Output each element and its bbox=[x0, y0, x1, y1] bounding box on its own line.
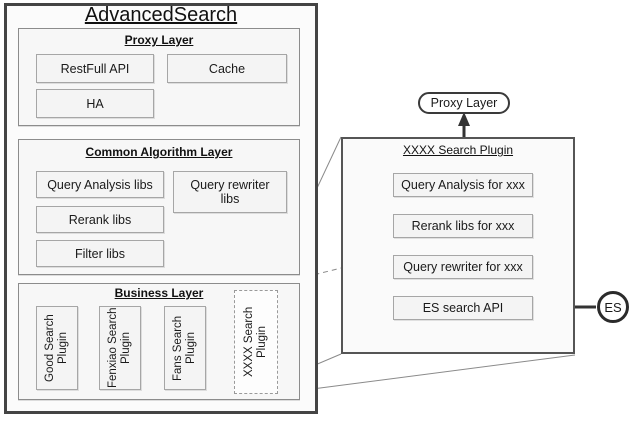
item-xxxx-search-plugin-label: XXXX Search Plugin bbox=[242, 306, 268, 378]
item-cache[interactable]: Cache bbox=[167, 54, 287, 83]
item-cache-label: Cache bbox=[208, 61, 246, 76]
layer-business-title: Business Layer bbox=[114, 286, 204, 300]
item-query-rewriter-libs[interactable]: Query rewriter libs bbox=[173, 171, 287, 213]
item-fenxiao-search-plugin[interactable]: Fenxiao Search Plugin bbox=[99, 306, 141, 390]
pipeline-es-search-api[interactable]: ES search API bbox=[393, 296, 533, 320]
pipeline-query-analysis-for-xxx[interactable]: Query Analysis for xxx bbox=[393, 173, 533, 197]
item-rerank-libs[interactable]: Rerank libs bbox=[36, 206, 164, 233]
item-good-search-plugin-label: Good Search Plugin bbox=[43, 314, 69, 382]
layer-proxy-title: Proxy Layer bbox=[124, 33, 194, 47]
item-query-analysis-libs-label: Query Analysis libs bbox=[47, 177, 153, 192]
item-restfull-api[interactable]: RestFull API bbox=[36, 54, 154, 83]
item-restfull-api-label: RestFull API bbox=[60, 61, 130, 76]
item-fans-search-plugin-label: Fans Search Plugin bbox=[171, 315, 197, 381]
pipeline-rerank-libs-for-xxx-label: Rerank libs for xxx bbox=[411, 219, 515, 233]
node-es-label: ES bbox=[604, 299, 622, 315]
node-proxy-layer-label: Proxy Layer bbox=[430, 96, 498, 110]
item-xxxx-search-plugin[interactable]: XXXX Search Plugin bbox=[234, 290, 278, 394]
item-fans-search-plugin[interactable]: Fans Search Plugin bbox=[164, 306, 206, 390]
node-es[interactable]: ES bbox=[597, 291, 629, 323]
pipeline-query-rewriter-for-xxx[interactable]: Query rewriter for xxx bbox=[393, 255, 533, 279]
item-filter-libs-label: Filter libs bbox=[74, 246, 125, 261]
layer-common-algorithm-title: Common Algorithm Layer bbox=[85, 145, 233, 159]
pipeline-es-search-api-label: ES search API bbox=[422, 301, 504, 315]
xxxx-search-plugin-panel bbox=[341, 137, 575, 354]
item-good-search-plugin[interactable]: Good Search Plugin bbox=[36, 306, 78, 390]
item-query-analysis-libs[interactable]: Query Analysis libs bbox=[36, 171, 164, 198]
xxxx-search-plugin-panel-title: XXXX Search Plugin bbox=[402, 143, 514, 157]
item-ha-label: HA bbox=[86, 96, 104, 111]
pipeline-query-rewriter-for-xxx-label: Query rewriter for xxx bbox=[403, 260, 523, 274]
arrow-to-proxy-layer-head bbox=[458, 112, 470, 126]
pipeline-query-analysis-for-xxx-label: Query Analysis for xxx bbox=[401, 178, 525, 192]
pipeline-rerank-libs-for-xxx[interactable]: Rerank libs for xxx bbox=[393, 214, 533, 238]
page-title: AdvancedSearch bbox=[84, 4, 238, 26]
node-proxy-layer[interactable]: Proxy Layer bbox=[418, 92, 510, 114]
item-ha[interactable]: HA bbox=[36, 89, 154, 118]
item-rerank-libs-label: Rerank libs bbox=[68, 212, 132, 227]
item-fenxiao-search-plugin-label: Fenxiao Search Plugin bbox=[106, 307, 132, 389]
item-query-rewriter-libs-label: Query rewriter libs bbox=[190, 177, 270, 206]
item-filter-libs[interactable]: Filter libs bbox=[36, 240, 164, 267]
